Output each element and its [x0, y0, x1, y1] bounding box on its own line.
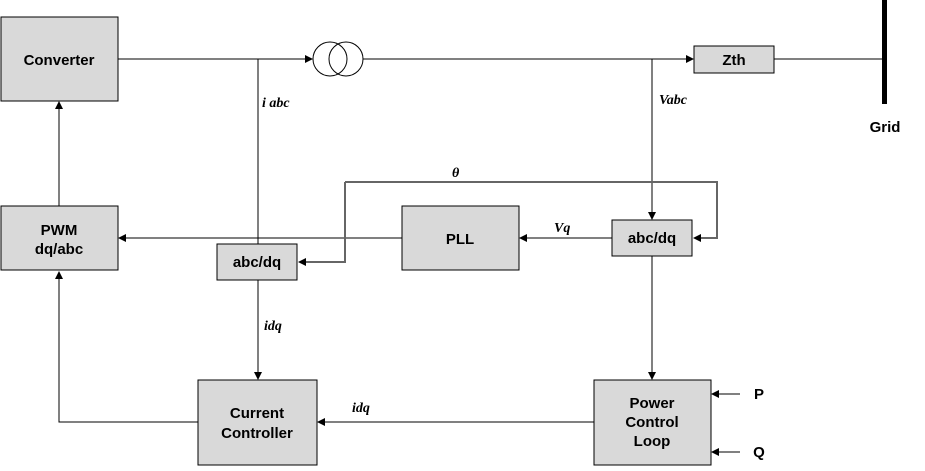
svg-text:Loop: Loop	[634, 433, 671, 450]
idq-vertical-label: idq	[264, 319, 282, 334]
q-input-label: Q	[753, 444, 765, 461]
pll-block: PLL	[401, 205, 520, 271]
grid-bus	[882, 0, 887, 104]
svg-text:abc/dq: abc/dq	[628, 230, 676, 247]
iabc-label: i abc	[262, 96, 290, 111]
svg-text:Controller: Controller	[221, 425, 293, 442]
current-controller-block: Current Controller	[197, 379, 318, 466]
converter-block: Converter	[0, 16, 119, 102]
p-input-label: P	[754, 386, 764, 403]
power-control-loop-block: Power Control Loop	[593, 379, 712, 466]
svg-text:abc/dq: abc/dq	[233, 254, 281, 271]
abc-dq-right-block: abc/dq	[611, 219, 693, 257]
svg-text:Converter: Converter	[24, 52, 95, 69]
vq-label: Vq	[554, 221, 570, 236]
abc-dq-left-block: abc/dq	[216, 243, 298, 281]
idq-horizontal-label: idq	[352, 401, 370, 416]
pwm-block: PWM dq/abc	[0, 205, 119, 271]
theta-label: θ	[452, 166, 460, 181]
vabc-label: Vabc	[659, 93, 688, 108]
transformer-icon	[312, 41, 364, 77]
svg-text:dq/abc: dq/abc	[35, 241, 83, 258]
svg-text:PLL: PLL	[446, 231, 474, 248]
svg-text:Control: Control	[625, 414, 678, 431]
svg-text:Zth: Zth	[722, 52, 745, 69]
zth-block: Zth	[693, 45, 775, 74]
svg-text:Power: Power	[629, 395, 674, 412]
wires	[55, 55, 884, 456]
grid-label: Grid	[870, 119, 901, 136]
svg-text:PWM: PWM	[41, 222, 78, 239]
svg-text:Current: Current	[230, 405, 284, 422]
